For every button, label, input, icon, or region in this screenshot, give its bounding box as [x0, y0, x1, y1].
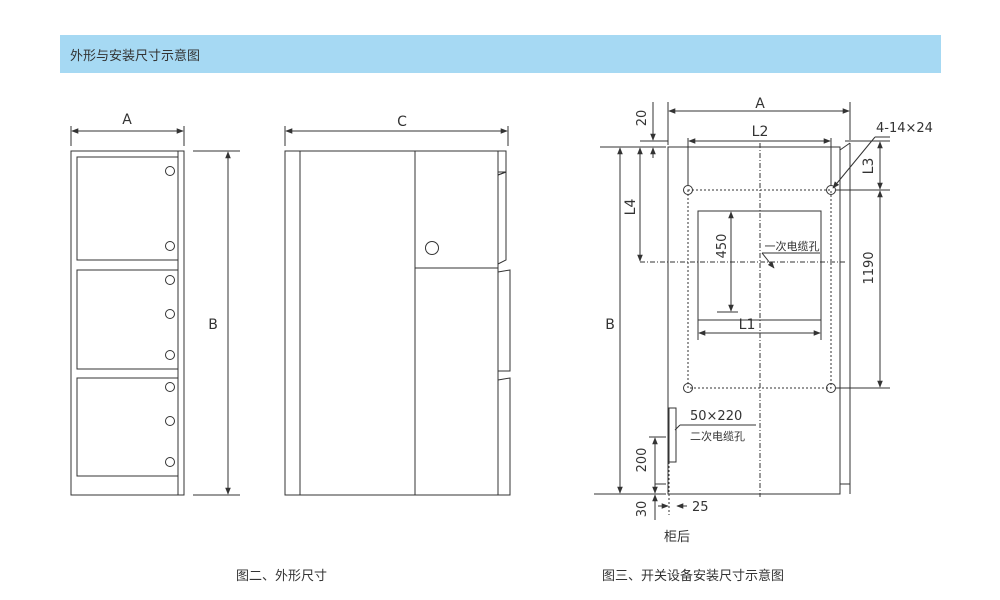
figure3-caption: 图三、开关设备安装尺寸示意图	[602, 569, 785, 584]
figure3-dim-secondary-hole-height	[649, 436, 666, 494]
figure2-front-view	[70, 150, 185, 496]
figure2-dim-c	[284, 126, 509, 146]
figure2-caption: 图二、外形尺寸	[236, 569, 328, 584]
figure3-dim-a	[667, 102, 851, 145]
figure3-dim-top-offset	[600, 102, 668, 158]
figure2-dim-b-label: B	[208, 317, 218, 333]
figure2-dim-c-label: C	[397, 114, 407, 130]
figure3-dim-hole-pitch	[836, 190, 890, 389]
figure3-dim-l3	[836, 140, 890, 191]
secondary-hole-leader	[668, 424, 756, 515]
figure3-dim-l4-label: L4	[623, 199, 639, 216]
secondary-cable-hole-label: 二次电缆孔	[690, 429, 745, 443]
figure3-dim-b	[594, 147, 666, 495]
cabinet-rear-label: 柜后	[664, 530, 690, 545]
figure3-dim-primary-hole-height	[717, 210, 738, 313]
figure3-dim-bottom-offset-label: 30	[635, 501, 650, 518]
figure3-dim-secondary-hole-height-label: 200	[635, 448, 650, 473]
figure2-side-view	[284, 150, 511, 496]
figure3-dim-l3-label: L3	[861, 158, 877, 175]
figure3-dim-secondary-hole-offset-label: 25	[692, 500, 709, 515]
secondary-cable-hole	[668, 407, 677, 463]
figure3-dim-a-label: A	[755, 96, 765, 112]
figure3-dim-l2	[687, 138, 832, 185]
primary-cable-hole-leader	[761, 252, 820, 269]
section-header: 外形与安装尺寸示意图	[60, 35, 941, 73]
figure3-dim-top-offset-label: 20	[635, 110, 650, 127]
figure2-dim-a-label: A	[122, 112, 132, 128]
figure3-dim-l1-label: L1	[739, 317, 756, 333]
section-title: 外形与安装尺寸示意图	[70, 48, 201, 64]
figure3-dim-l2-label: L2	[752, 124, 769, 140]
figure2-dim-a	[70, 126, 185, 146]
figure3-dim-b-label: B	[605, 317, 615, 333]
figure3-dim-bottom-offset	[652, 483, 666, 520]
mount-holes-label: 4-14×24	[876, 121, 933, 136]
figure3-centerlines	[640, 143, 845, 497]
figure3-dim-hole-pitch-label: 1190	[862, 251, 877, 284]
figure3-dim-l1	[697, 320, 822, 340]
mount-holes-leader	[832, 136, 890, 189]
primary-cable-hole-label: 一次电缆孔	[765, 239, 820, 253]
figure3-dim-primary-hole-height-label: 450	[715, 234, 730, 259]
figure2-dim-b	[193, 150, 240, 496]
secondary-hole-size-label: 50×220	[690, 409, 742, 424]
